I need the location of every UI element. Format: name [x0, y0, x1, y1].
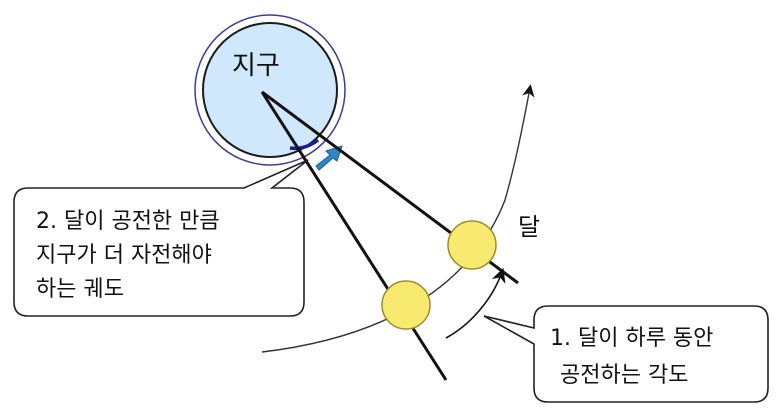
callout-earth-line-2: 지구가 더 자전해야 — [36, 243, 212, 268]
moon-position-2 — [447, 220, 497, 270]
earth-rotation-arc — [289, 138, 320, 151]
earth-circle — [202, 22, 338, 158]
moon-label: 달 — [518, 213, 540, 241]
callout-earth-line-3: 하는 궤도 — [36, 277, 124, 302]
callout-earth-line-1: 2. 달이 공전한 만큼 — [36, 209, 220, 234]
orbit-angle-arc — [445, 267, 506, 339]
earth-label: 지구 — [232, 51, 280, 81]
callout-moon-bubble — [483, 305, 769, 403]
blue-rotation-arrow — [315, 145, 343, 171]
callout-earth-bubble — [13, 159, 309, 317]
line-to-moon-position-1 — [260, 91, 448, 381]
moon-position-1 — [381, 280, 431, 330]
callout-moon-line-1: 1. 달이 하루 동안 — [550, 326, 713, 351]
earth-outer-ring — [194, 14, 346, 166]
callout-moon-line-2: 공전하는 각도 — [560, 363, 688, 388]
